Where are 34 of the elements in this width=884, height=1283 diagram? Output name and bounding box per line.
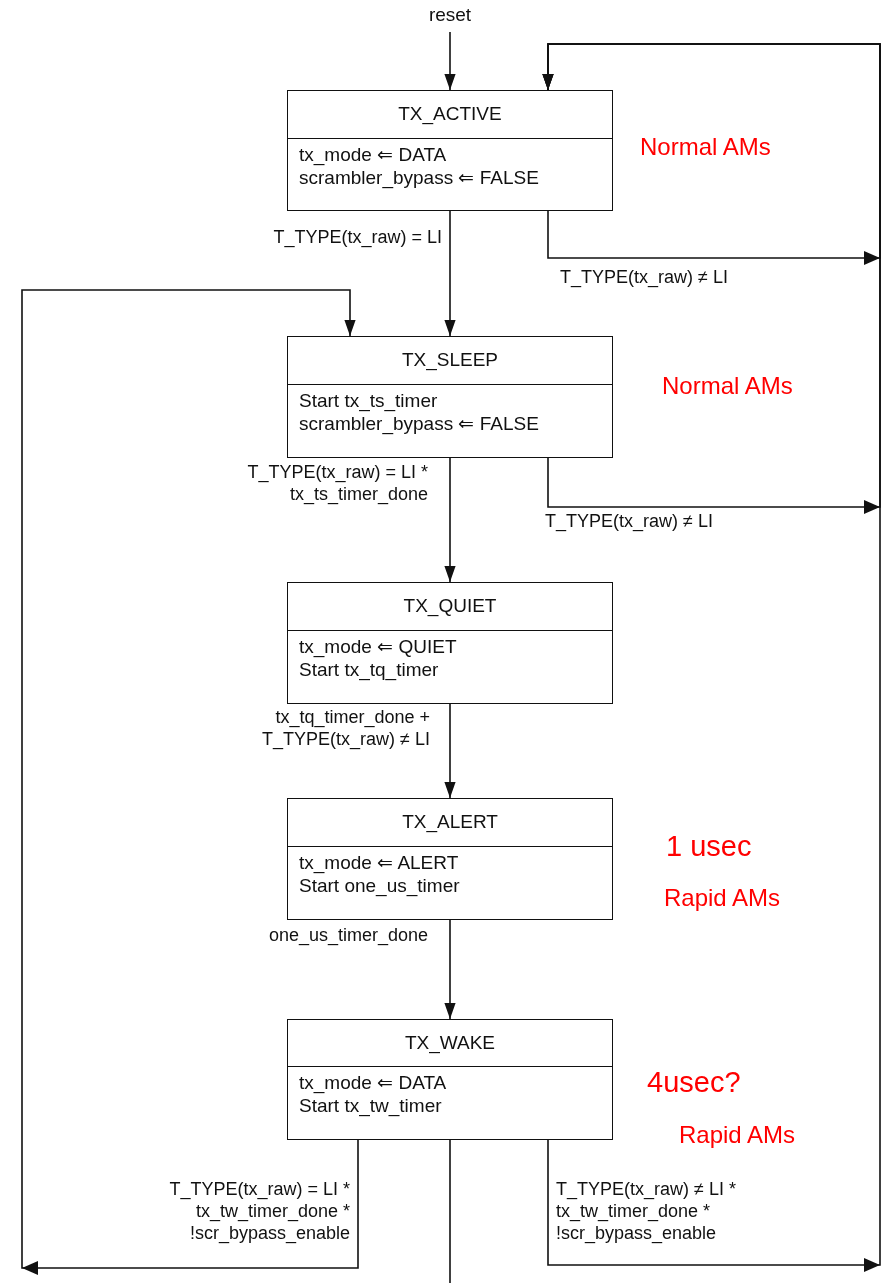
- annotation-note: 1 usec: [666, 830, 752, 863]
- arrow: [444, 919, 456, 1020]
- state-action: scrambler_bypass ⇐ FALSE: [299, 412, 539, 435]
- state-action: tx_mode ⇐ DATA: [299, 1071, 447, 1094]
- arrow: [21, 289, 359, 1275]
- state-name: TX_ACTIVE: [397, 102, 503, 125]
- state-name: TX_QUIET: [402, 594, 498, 617]
- state-action: Start tx_ts_timer: [299, 389, 438, 412]
- state-action: scrambler_bypass ⇐ FALSE: [299, 166, 539, 189]
- state-action: tx_mode ⇐ ALERT: [299, 851, 459, 874]
- state-name: TX_SLEEP: [400, 348, 500, 371]
- arrow: [542, 43, 881, 1272]
- state-name: TX_ALERT: [401, 810, 499, 833]
- state-box: [287, 582, 613, 704]
- annotation-note: Normal AMs: [662, 372, 793, 400]
- annotation-note: 4usec?: [647, 1066, 741, 1099]
- state-box: [287, 1019, 613, 1140]
- state-box: [287, 798, 613, 920]
- arrow: [444, 210, 456, 337]
- state-action: Start tx_tq_timer: [299, 658, 439, 681]
- state-box: [287, 90, 613, 211]
- start-label: reset: [400, 4, 500, 32]
- state-box: [287, 336, 613, 458]
- annotation-note: Normal AMs: [640, 133, 771, 161]
- state-action: tx_mode ⇐ DATA: [299, 143, 447, 166]
- arrow: [444, 457, 456, 583]
- state-action: tx_mode ⇐ QUIET: [299, 635, 457, 658]
- state-action: Start tx_tw_timer: [299, 1094, 442, 1117]
- annotation-note: Rapid AMs: [664, 884, 781, 912]
- state-name: TX_WAKE: [403, 1031, 497, 1054]
- arrow: [444, 31, 456, 91]
- annotation-note: Rapid AMs: [679, 1121, 796, 1149]
- state-action: Start one_us_timer: [299, 874, 460, 897]
- arrow: [444, 703, 456, 799]
